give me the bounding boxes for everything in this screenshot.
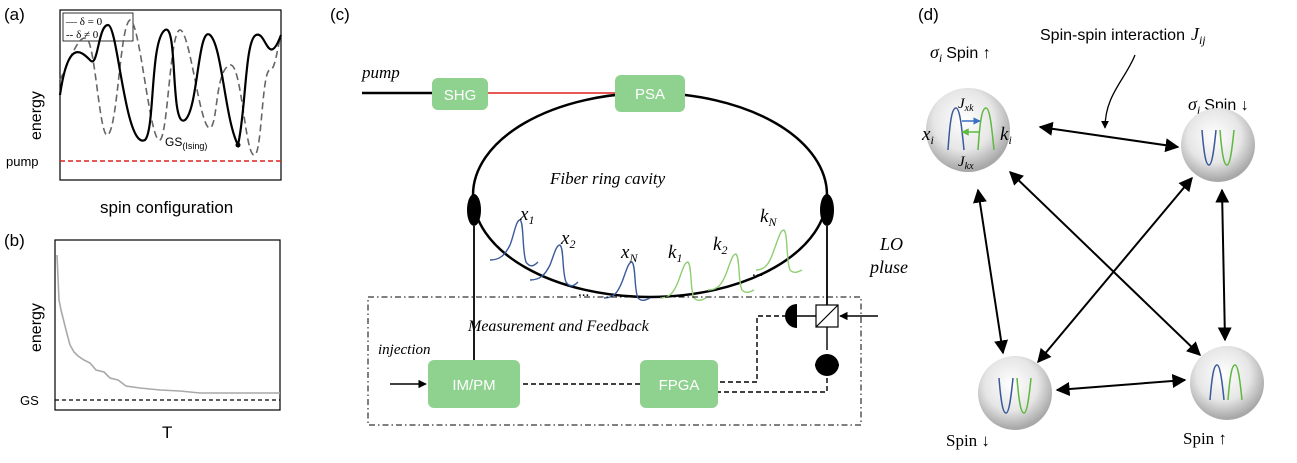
- edge-j-bl: [1037, 176, 1193, 364]
- label-kN: kN: [760, 206, 777, 229]
- pulse-k1: [659, 261, 707, 301]
- sphere-bottom-left: [978, 356, 1052, 430]
- lo-label: LO: [879, 234, 903, 254]
- label-x2: x2: [560, 228, 575, 251]
- label-k2: k2: [713, 234, 727, 257]
- gs-label-b: GS: [20, 393, 39, 408]
- sphere-br-pulse-k: [1227, 364, 1243, 401]
- label-k1: k1: [668, 242, 682, 265]
- sphere-j-pulse-k: [1219, 129, 1235, 166]
- psa-box: [615, 75, 685, 112]
- edge-bl-br: [1055, 374, 1187, 396]
- panel-b: (b) GS energy T: [4, 231, 281, 442]
- sphere-i-pulse-k: [977, 107, 995, 151]
- pluse-label: pluse: [868, 257, 908, 277]
- beam-splitter-diagonal: [815, 304, 839, 328]
- legend-box: [62, 12, 134, 42]
- sphere-bl-pulse-x: [998, 377, 1014, 414]
- pulse-x1: [489, 219, 539, 267]
- impm-label: IM/PM: [452, 377, 495, 394]
- interaction-pointer: [1101, 54, 1136, 129]
- jxk-label: Jxk: [958, 96, 974, 114]
- psa-label: PSA: [635, 86, 665, 103]
- right-coupler: [820, 194, 834, 226]
- measure-label: Measurement and Feedback: [467, 318, 650, 335]
- detector-2: [815, 354, 839, 366]
- sphere-i: [926, 88, 1010, 172]
- edge-i-bl: [972, 188, 1009, 355]
- det1-to-fpga: [718, 315, 787, 383]
- panel-a: (a) — δ = 0 -- δ ≠ 0 GS(Ising) pump ener…: [4, 5, 283, 217]
- panel-a-label: (a): [4, 5, 25, 24]
- energy-ylabel-a: energy: [28, 91, 45, 140]
- detector-2-base: [815, 364, 839, 376]
- fpga-label: FPGA: [659, 377, 700, 394]
- gs-point: [235, 142, 241, 148]
- shg-label: SHG: [444, 87, 477, 104]
- t-xlabel: T: [162, 423, 172, 442]
- pulse-x2: [529, 244, 579, 287]
- legend-dashed: -- δ ≠ 0: [66, 29, 99, 41]
- pulse-k2: [707, 253, 755, 293]
- spin-up-label: Spin ↑: [1183, 429, 1227, 448]
- edge-i-j: [1038, 121, 1180, 153]
- det2-to-fpga: [718, 378, 828, 393]
- sphere-j-pulse-x: [1201, 129, 1217, 166]
- sphere-j: [1181, 108, 1255, 182]
- spin-down-label: Spin ↓: [946, 431, 990, 450]
- sphere-br-pulse-x: [1209, 364, 1225, 401]
- ki-label: ki: [1000, 124, 1012, 147]
- gs-ising-label: GS(Ising): [165, 135, 207, 151]
- shg-box: [432, 78, 488, 110]
- edge-i-br: [1008, 171, 1202, 356]
- sphere-bottom-right: [1190, 346, 1264, 420]
- pulse-kN: [755, 229, 803, 273]
- panel-d-label: (d): [918, 5, 939, 24]
- injection-label: injection: [378, 342, 431, 358]
- cavity-label: Fiber ring cavity: [549, 169, 666, 188]
- panel-b-label: (b): [4, 231, 25, 250]
- xi-label: xi: [921, 124, 934, 147]
- annealing-trace: [56, 254, 280, 394]
- label-xN: xN: [620, 242, 638, 265]
- dots-left: ...: [578, 284, 589, 300]
- fiber-ring: [471, 91, 829, 299]
- measurement-feedback-box: [367, 296, 862, 426]
- panel-c: (c) pump SHG PSA Fiber ring cavity x1 x2…: [330, 5, 908, 426]
- spin-config-xlabel: spin configuration: [100, 198, 233, 217]
- jkx-label: Jkx: [958, 154, 974, 172]
- fpga-box: [640, 360, 718, 408]
- pump-label: pump: [6, 154, 39, 169]
- edge-j-br: [1215, 188, 1232, 342]
- dashed-energy-curve: [59, 19, 282, 156]
- dots-right: ...: [752, 264, 763, 280]
- solid-energy-curve: [58, 23, 283, 149]
- panel-c-label: (c): [330, 5, 350, 24]
- panel-b-frame: [54, 239, 281, 411]
- impm-box: [428, 360, 520, 408]
- detector-1: [785, 304, 797, 328]
- label-x1: x1: [519, 204, 534, 227]
- pump-input-label: pump: [361, 63, 400, 82]
- pulse-xN: [603, 261, 651, 301]
- energy-ylabel-b: energy: [28, 303, 45, 352]
- sphere-bl-pulse-k: [1016, 377, 1032, 414]
- left-coupler: [467, 194, 481, 226]
- legend-solid: — δ = 0: [65, 16, 103, 28]
